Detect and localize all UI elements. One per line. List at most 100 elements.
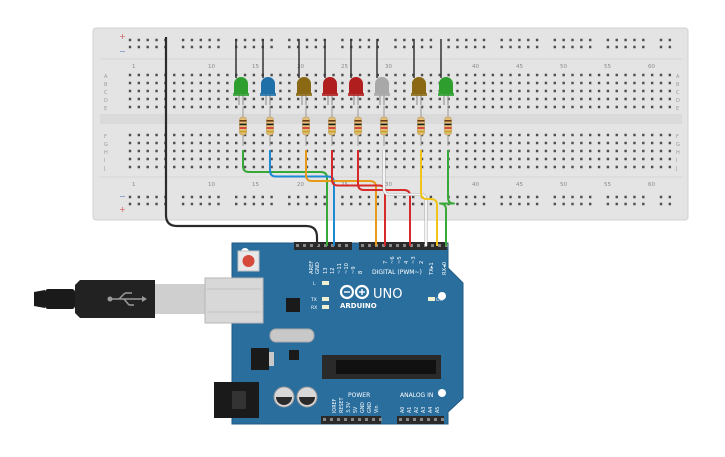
led[interactable] [439, 77, 453, 94]
pin-label: GND [367, 402, 373, 413]
rail-plus-label-bottom: + [119, 205, 126, 214]
led[interactable] [297, 77, 311, 94]
resistor-band [417, 123, 425, 126]
signal-wire[interactable] [420, 150, 438, 246]
led-rim [233, 93, 249, 96]
col-number: 30 [385, 64, 392, 70]
digital-pin-labels-right: 7 ~6 ~5 4 ~3 2 TX▸1 RX◂0 [383, 256, 448, 276]
led[interactable] [234, 77, 248, 94]
led[interactable] [349, 77, 363, 94]
pin-label: A1 [407, 407, 413, 413]
resistor-band [328, 120, 336, 122]
arduino-brand: ARDUINO [340, 302, 377, 310]
pin-label: A4 [428, 407, 434, 413]
row-letter: J [103, 166, 105, 172]
col-number: 15 [252, 182, 259, 188]
led[interactable] [412, 77, 426, 94]
col-number: 55 [604, 64, 611, 70]
resistor-band [239, 127, 247, 129]
analog-pin-labels: A0 A1 A2 A3 A4 A5 [400, 407, 441, 413]
resistor-band [266, 120, 274, 122]
led-rim [374, 93, 390, 96]
col-number: 25 [341, 64, 348, 70]
power-jack[interactable] [214, 382, 259, 418]
row-letter: E [104, 106, 107, 112]
col-number: 45 [516, 182, 523, 188]
usb-chip [286, 298, 300, 312]
capacitor [296, 386, 318, 408]
led[interactable] [261, 77, 275, 94]
resistor-band [354, 127, 362, 129]
row-letter: C [676, 90, 680, 96]
led-rim [348, 93, 364, 96]
pin-label: RESET [339, 398, 345, 413]
pin-label: A5 [435, 407, 441, 413]
resistor-band [239, 130, 247, 133]
pin-label: AREF [309, 261, 315, 274]
breadboard-components [164, 37, 455, 246]
pin-label: 12 [330, 267, 336, 274]
row-letters-left: A B C D E F G H I J [103, 74, 108, 172]
power-label: POWER [348, 392, 370, 399]
rail-plus-label-top: + [119, 32, 126, 41]
col-number: 10 [208, 64, 215, 70]
mounting-hole [438, 292, 446, 300]
row-letter: B [676, 82, 680, 88]
pin-label: ~5 [397, 256, 403, 264]
signal-wire[interactable] [439, 150, 455, 246]
top-column-numbers: 1 10 15 20 25 30 40 45 50 55 60 [132, 64, 655, 70]
crystal-oscillator [269, 328, 315, 343]
pin-label: 5V [353, 406, 359, 413]
row-letter: D [676, 98, 680, 104]
arduino-logo [339, 284, 370, 300]
col-number: 60 [648, 182, 655, 188]
resistor-band [417, 120, 425, 122]
row-letters-right: A B C D E F G H I J [675, 74, 680, 172]
pin-label: 13 [323, 267, 329, 274]
resistor-band [444, 130, 452, 133]
pin-label: TX▸1 [429, 262, 435, 276]
led-rim [296, 93, 312, 96]
digital-pin-labels-left: AREF GND 13 12 ~11 ~10 ~9 8 [309, 261, 364, 274]
resistor-band [380, 127, 388, 129]
led-tx [322, 297, 329, 301]
row-letter: F [676, 134, 679, 140]
rail-minus-label-top: − [119, 47, 126, 56]
resistor-band [328, 127, 336, 129]
led-rx [322, 305, 329, 309]
resistor-band [302, 123, 310, 126]
pin-label: A3 [421, 407, 427, 413]
capacitor [273, 386, 295, 408]
led-tx-label: TX [310, 297, 317, 303]
resistor-band [302, 130, 310, 133]
pin-label: ~6 [390, 256, 396, 264]
col-number: 40 [472, 182, 479, 188]
resistor-band [380, 130, 388, 133]
resistor-band [417, 127, 425, 129]
resistor-band [266, 127, 274, 129]
col-number: 30 [385, 182, 392, 188]
pin-label: ~9 [351, 266, 357, 274]
row-letter: A [104, 74, 108, 80]
atmega-chip [322, 355, 441, 379]
led[interactable] [323, 77, 337, 94]
reset-button[interactable] [237, 250, 260, 272]
status-leds: L TX RX ON [310, 281, 443, 311]
resistor-band [354, 130, 362, 133]
voltage-regulator-tab [269, 352, 274, 366]
resistor-band [380, 123, 388, 126]
row-letter: G [104, 142, 108, 148]
gnd-wire[interactable] [164, 37, 319, 246]
arduino-uno-board[interactable]: AREF GND 13 12 ~11 ~10 ~9 8 7 ~6 ~5 4 ~3… [214, 242, 464, 425]
resistor-band [302, 120, 310, 122]
resistor-band [417, 130, 425, 133]
pin-label: IOREF [332, 398, 338, 413]
led[interactable] [375, 77, 389, 94]
breadboard[interactable]: + − − + 1 10 15 20 25 30 40 45 50 55 60 … [92, 27, 689, 221]
resistor-band [302, 127, 310, 129]
usb-cable[interactable] [34, 277, 264, 324]
col-number: 20 [297, 64, 304, 70]
pin-label: GND [315, 262, 321, 274]
